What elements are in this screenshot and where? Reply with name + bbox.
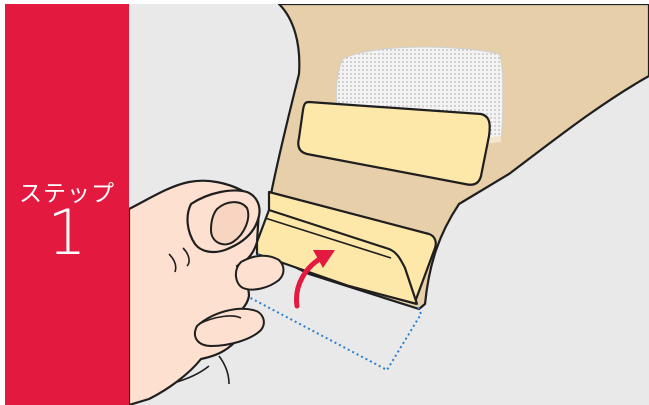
- ostomy-pouch-illustration-icon: [129, 4, 649, 405]
- step-card: ステップ 1: [5, 4, 649, 405]
- finger: [236, 256, 284, 290]
- step-number: 1: [5, 202, 129, 264]
- step-panel: ステップ 1: [5, 4, 129, 405]
- illustration: [129, 4, 649, 405]
